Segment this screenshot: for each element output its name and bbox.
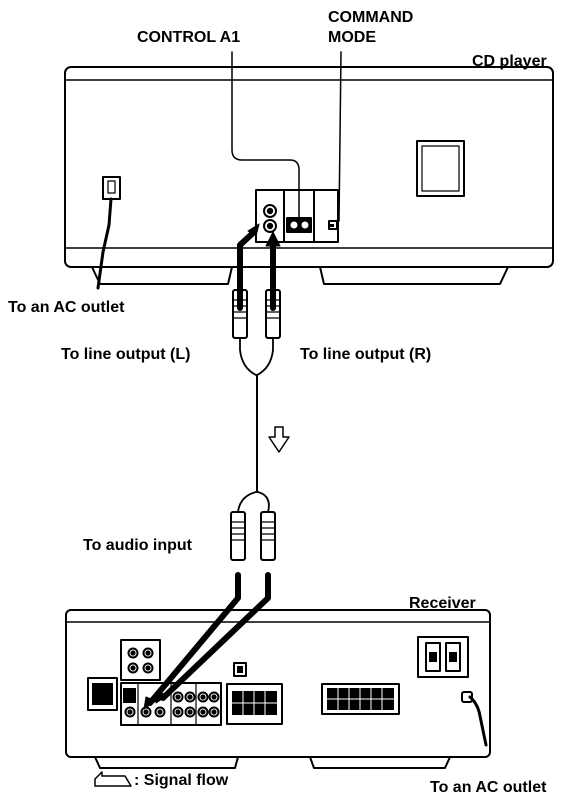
upper-cable-left-wire <box>237 230 256 311</box>
cd-player-foot-left <box>91 266 233 285</box>
control-a1-leader <box>231 51 300 219</box>
receiver-upper-jacks <box>120 639 161 681</box>
lower-plug-left <box>230 511 246 561</box>
lower-plug-right <box>260 511 276 561</box>
lower-cable-right-wire <box>160 572 271 701</box>
receiver-speaker-terminal-right <box>321 683 400 715</box>
receiver-ac-outlets <box>417 636 469 678</box>
audio-input-label: To audio input <box>83 537 193 554</box>
lower-cable <box>143 491 276 710</box>
control-a1-label: CONTROL A1 <box>137 29 241 46</box>
lower-cable-left-wire <box>147 572 241 706</box>
ac-outlet-top-label: To an AC outlet <box>8 299 125 316</box>
receiver-label: Receiver <box>409 595 476 612</box>
cd-player-foot-right <box>319 266 509 285</box>
command-mode-switch <box>328 220 338 230</box>
receiver-speaker-terminal-center <box>226 683 283 725</box>
line-output-right-label: To line output (R) <box>300 346 432 363</box>
line-output-left-label: To line output (L) <box>61 346 191 363</box>
cd-player-ac-cord <box>96 197 113 290</box>
audio-input-r-jack <box>154 706 166 718</box>
signal-flow-arrow <box>268 426 290 453</box>
signal-flow-label: : Signal flow <box>134 772 229 789</box>
command-mode-leader <box>338 51 342 222</box>
line-output-l-jack <box>263 204 277 218</box>
ac-outlet-bottom-label: To an AC outlet <box>430 779 547 796</box>
command-mode-label-line1: COMMAND <box>328 9 414 26</box>
cd-player-body <box>64 66 554 268</box>
receiver-body <box>65 609 491 758</box>
command-mode-label-line2: MODE <box>328 29 376 46</box>
cd-player-power-inlet <box>102 176 121 200</box>
receiver-foot-left <box>94 756 239 769</box>
receiver-speaker-terminal-left <box>87 677 118 711</box>
receiver-ground-terminal <box>233 662 247 677</box>
line-output-r-jack <box>263 219 277 233</box>
audio-input-l-jack <box>140 706 152 718</box>
receiver-unit <box>65 609 491 769</box>
receiver-ac-cord <box>468 695 488 747</box>
cd-player-rear-window <box>416 140 465 197</box>
cd-player-unit <box>64 51 554 290</box>
receiver-foot-right <box>309 756 451 769</box>
upper-cable <box>232 223 281 376</box>
cd-player-label: CD player <box>472 53 547 70</box>
signal-flow-legend-icon <box>94 771 132 787</box>
cd-player-jack-panel <box>255 189 339 243</box>
